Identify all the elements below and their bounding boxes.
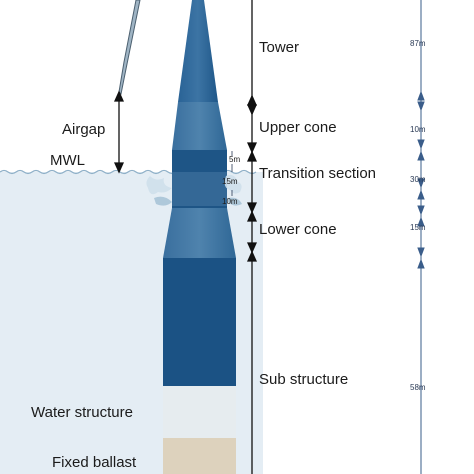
label-lower-cone: Lower cone — [259, 221, 337, 238]
lower-cone — [163, 208, 236, 258]
label-transition-section: Transition section — [259, 165, 376, 182]
main-dimension-line — [246, 0, 258, 474]
label-tower: Tower — [259, 39, 300, 56]
fixed-ballast-block — [163, 438, 236, 474]
dim-lower-cone: 15m — [410, 223, 426, 232]
label-sub-structure: Sub structure — [259, 371, 349, 388]
label-fixed-ballast: Fixed ballast — [52, 454, 137, 471]
water-structure-block — [163, 386, 236, 438]
dim-inner-a: 5m — [229, 155, 241, 164]
label-mwl: MWL — [50, 152, 85, 169]
blade — [118, 0, 141, 96]
sub-structure — [163, 258, 236, 386]
airgap-dimension — [113, 90, 125, 174]
tower — [178, 0, 218, 102]
dim-sub-structure: 58m — [410, 383, 426, 392]
dim-inner-b: 15m — [222, 177, 238, 186]
splash-region — [146, 174, 242, 206]
label-water-structure: Water structure — [31, 404, 133, 421]
label-upper-cone: Upper cone — [259, 119, 337, 136]
dim-tower: 87m — [410, 39, 426, 48]
dim-transition: 30m — [410, 175, 426, 184]
label-airgap: Airgap — [62, 121, 106, 138]
right-dimension-line — [417, 0, 425, 474]
dim-upper-cone: 10m — [410, 125, 426, 134]
dim-inner-c: 10m — [222, 197, 238, 206]
transition-band — [172, 172, 227, 206]
upper-cone — [172, 102, 227, 150]
